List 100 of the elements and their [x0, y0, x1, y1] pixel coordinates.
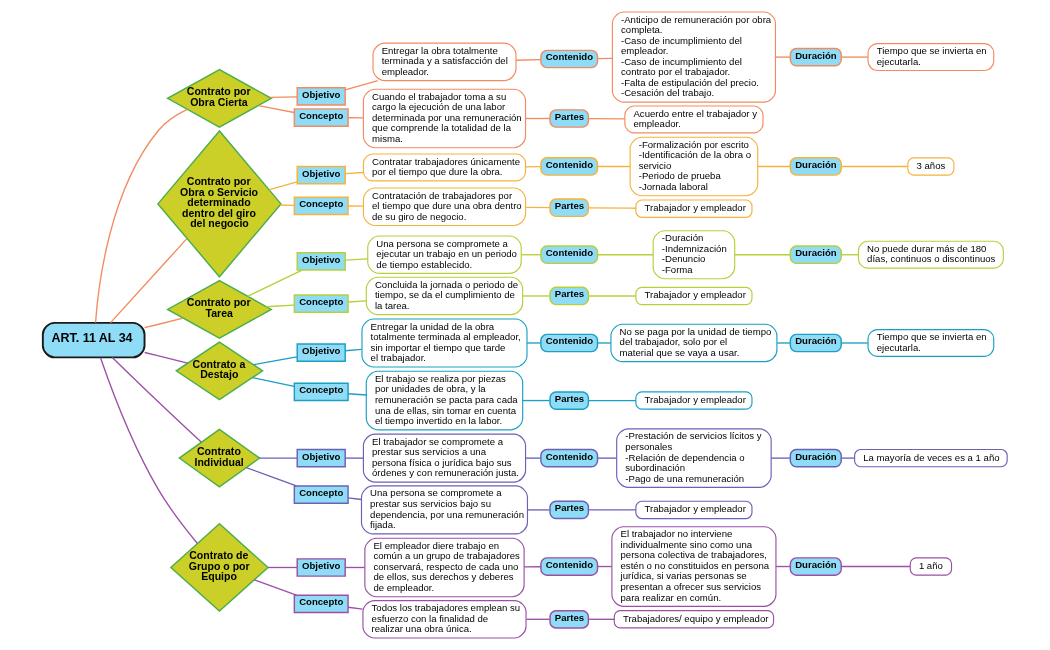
node-box: Objetivo	[296, 448, 346, 468]
connector	[522, 399, 551, 402]
connector	[587, 295, 637, 297]
connector	[347, 606, 364, 610]
node-box: 3 años	[907, 157, 955, 176]
node-box: No se paga por la unidad de tiempo del trabajador, solo por el material que se vaya a usar.	[610, 323, 778, 363]
connector	[144, 351, 189, 364]
node-box: Concepto	[293, 594, 349, 614]
node-box: Duración	[789, 448, 842, 468]
connector	[757, 165, 791, 168]
connector	[523, 566, 542, 568]
node-box: Duración	[789, 557, 842, 576]
node-box: Partes	[549, 286, 590, 306]
node-box: Contratar trabajadores únicamente por el tiempo que dure la obra.	[362, 153, 527, 182]
connector	[344, 258, 369, 261]
node-box: Entregar la unidad de la obra totalmente terminada al empleador, sin importar el tiempo que tarde el trabajador.	[361, 318, 528, 368]
node-box: Tiempo que se invierta en ejecutarla.	[867, 43, 995, 72]
node-diamond: Contrato por Obra Cierta	[166, 68, 273, 128]
node-diamond: Contrato a Destajo	[174, 341, 264, 401]
node-box: Partes	[549, 500, 590, 520]
node-diamond: Contrato Individual	[178, 428, 261, 488]
node-box: El trabajador no interviene individualmente sino como una persona colectiva de trabajadores, estén o no constituidos en persona jurídica, si varias personas se presentan a ofrecer sus servicios para realizar en común.	[611, 526, 777, 607]
connector	[109, 237, 188, 324]
connector	[597, 342, 612, 344]
node-box: Concepto	[293, 382, 349, 402]
node-box: El trabajador se compromete a prestar sus servicios a una persona física o jurídica bajo sus órdenes y con remuneración justa.	[362, 433, 527, 483]
node-box: 1 año	[909, 557, 953, 576]
node-box: Concepto	[293, 196, 349, 216]
node-box: Objetivo	[296, 87, 346, 106]
node-diamond: Contrato de Grupo o por Equipo	[169, 522, 270, 613]
connector	[587, 207, 637, 209]
connector	[344, 348, 363, 352]
node-box: Acuerdo entre el trabajador y empleador.	[624, 105, 764, 134]
connector	[522, 295, 551, 297]
connector	[251, 376, 295, 388]
connector	[597, 165, 631, 168]
connector	[344, 566, 366, 569]
connector	[840, 565, 911, 568]
connector	[770, 457, 791, 459]
node-diamond: Contrato por Tarea	[166, 279, 273, 339]
node-box: Objetivo	[296, 252, 346, 271]
node-diamond: Contrato por Obra o Servicio determinado dentro del giro del negocio	[156, 129, 282, 278]
node-box: No puede durar más de 180 días, continuos o discontinuos	[857, 240, 1004, 269]
connector	[774, 56, 791, 58]
connector	[253, 579, 298, 596]
connector	[245, 466, 298, 487]
connector	[99, 357, 199, 545]
connector	[525, 618, 551, 620]
connector	[526, 342, 542, 344]
connector	[344, 171, 364, 175]
node-box: Tiempo que se invierta en ejecutarla.	[867, 329, 995, 357]
connector	[265, 304, 295, 308]
connector	[524, 206, 551, 209]
connector	[587, 117, 626, 120]
node-box: Cuando el trabajador toma a su cargo la ejecución de una labor determinada por una remuneración que comprende la totalidad de la misma.	[362, 88, 527, 149]
node-box: -Duración -Indemnización -Denuncio -Forma	[652, 230, 736, 280]
node-box: Una persona se compromete a ejecutar un trabajo en un periodo de tiempo establecido.	[367, 235, 522, 274]
connector	[840, 342, 869, 344]
node-box: Contenido	[540, 49, 599, 69]
connector	[347, 393, 367, 396]
node-box: Partes	[549, 198, 590, 218]
node-box: Concepto	[293, 485, 349, 504]
connector	[776, 342, 791, 344]
connector	[597, 457, 618, 459]
connector	[524, 117, 551, 120]
connector	[344, 79, 379, 91]
connector	[840, 56, 869, 58]
connector	[587, 509, 637, 511]
node-box: Duración	[789, 245, 842, 265]
connector	[111, 356, 202, 443]
node-box: Duración	[789, 47, 842, 67]
node-box: -Anticipo de remuneración por obra completa. -Caso de incumplimiento del empleador. -Caso de incumplimiento del contrato por el trabajador. -Falta de estipulación del precio. -Cesación del trabajo.	[611, 11, 777, 103]
node-box: Objetivo	[296, 343, 346, 362]
node-box: Una persona se compromete a prestar sus servicios bajo su dependencia, por una remuneración fijada.	[360, 485, 529, 535]
node-box: Partes	[549, 609, 590, 629]
node-box: El trabajo se realiza por piezas por unidades de obra, y la remuneración se pacta para cada una de ellas, sin tomar en cuenta el tiempo invertido en la labor.	[365, 370, 524, 431]
connector	[347, 300, 367, 303]
node-box: Concepto	[293, 294, 349, 313]
connector	[520, 254, 542, 256]
connector	[257, 105, 295, 114]
node-box: -Formalización por escrito -Identificación de la obra o servicio -Periodo de prueba -Jornada laboral	[629, 136, 759, 197]
connector	[347, 205, 364, 207]
connector	[597, 254, 654, 256]
node-box: Duración	[789, 333, 842, 353]
connector	[269, 96, 298, 99]
connector	[524, 457, 542, 459]
connector	[840, 457, 855, 459]
node-box: -Prestación de servicios lícitos y personales -Relación de dependencia o subordinación -Pago de una remuneración	[616, 428, 772, 488]
connector	[94, 108, 188, 324]
connector	[587, 399, 637, 402]
node-box: Contenido	[540, 557, 599, 576]
node-box: Trabajadores/ equipo y empleador	[613, 610, 775, 629]
connector	[258, 457, 298, 459]
node-box: Objetivo	[296, 558, 346, 577]
connector	[247, 269, 303, 297]
node-box: Trabajador y empleador	[635, 286, 753, 306]
node-box: La mayoría de veces es a 1 año	[854, 448, 1008, 468]
node-box: Objetivo	[296, 165, 346, 185]
connector	[344, 457, 364, 459]
connector	[734, 254, 791, 256]
